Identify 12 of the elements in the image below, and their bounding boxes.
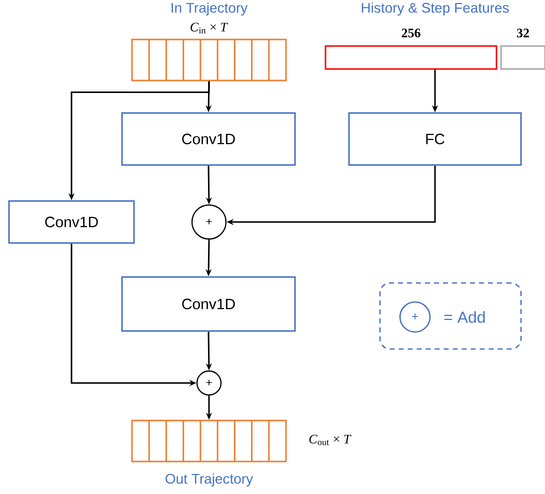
tensor-title: In Trajectory	[172, 2, 248, 16]
layer-box: Conv1D	[121, 112, 296, 166]
shape-label: C$_{out}$ × T	[309, 434, 352, 446]
shape-label: C$_{in}$ × T	[190, 22, 228, 34]
legend-text: = Add	[444, 311, 485, 323]
layer-box: FC	[348, 112, 522, 166]
layer-box: Conv1D	[8, 200, 135, 244]
group-title: History & Step Features	[362, 2, 509, 16]
dimension-label: 32	[517, 28, 529, 38]
dimension-label: 256	[402, 28, 420, 38]
tensor-title: Out Trajectory	[166, 473, 254, 486]
layer-box: Conv1D	[121, 276, 296, 332]
